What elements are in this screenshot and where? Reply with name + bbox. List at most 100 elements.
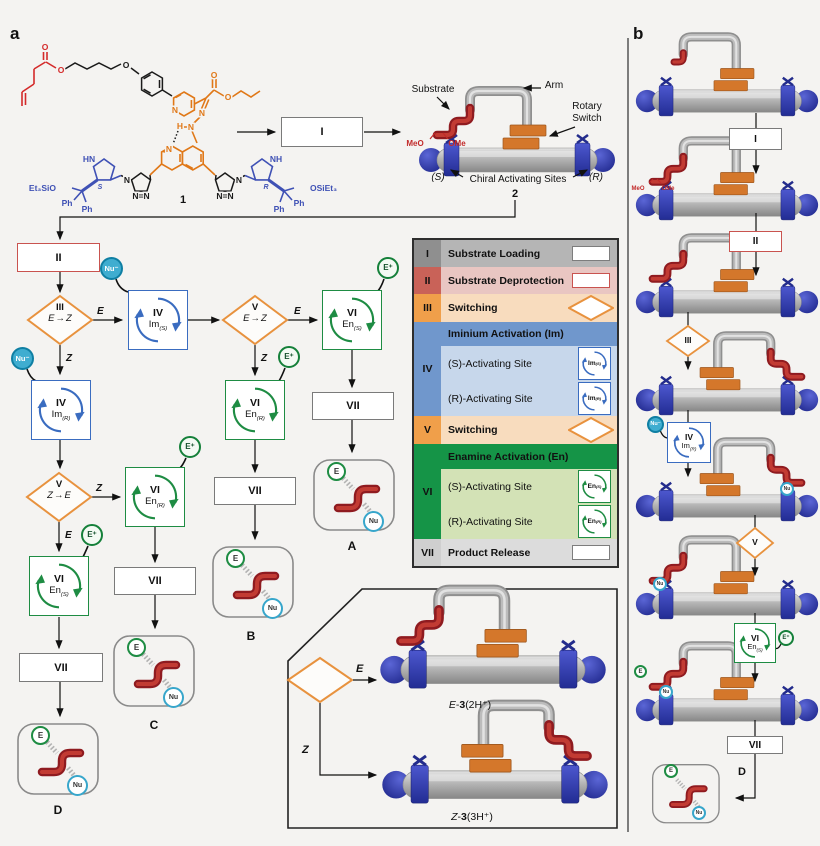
red-box-icon <box>572 273 610 288</box>
atom-n: N <box>199 108 205 118</box>
legend-sub-row: (R)-Activating Site En(R) <box>441 504 617 539</box>
nucleophile-badge: Nu⁻ <box>11 347 34 370</box>
icon-site: (S) <box>595 361 601 366</box>
structure-bonds-orange <box>149 79 261 176</box>
b-product-e-badge: E <box>664 764 678 778</box>
diamond-v-a-label: V E→Z <box>229 302 281 325</box>
product-e-badge: E <box>127 638 146 657</box>
legend-label: Switching <box>448 302 498 314</box>
box-icon <box>572 545 610 560</box>
step-box-vii-d: VII <box>19 653 103 682</box>
meo-label: MeO <box>406 139 424 148</box>
atom-o: O <box>58 65 65 75</box>
atom-o: O <box>123 60 130 70</box>
nu-label: Nu <box>368 518 379 525</box>
z-label: Z <box>47 489 53 501</box>
nu-badge-label: Nu⁻ <box>15 353 30 363</box>
atom-n: N <box>188 122 194 132</box>
nucleophile-badge: Nu⁻ <box>100 257 123 280</box>
legend-sub-row: (R)-Activating Site Im(R) <box>441 381 617 416</box>
product-e-badge: E <box>226 549 245 568</box>
e-label: E <box>133 642 140 652</box>
diamond-iii-b <box>665 324 711 358</box>
atom-o: O <box>225 92 232 102</box>
b-diamond-iii-num: III <box>684 335 692 345</box>
legend-table: I Substrate Loading II Substrate Deprote… <box>412 238 619 568</box>
structure-bonds-red <box>21 52 57 106</box>
substrate-label: Substrate <box>411 84 455 95</box>
ome-label: OMe <box>448 139 466 148</box>
e-label: E <box>232 553 239 563</box>
step-box-i-label: I <box>320 126 324 138</box>
legend-row-iii: III Switching <box>414 294 617 322</box>
b-m5-nu-badge: Nu <box>780 482 794 496</box>
compound-2-number: 2 <box>511 188 519 200</box>
edge-label-z: Z <box>96 483 103 494</box>
icon-site: (S) <box>595 484 602 489</box>
atom-o: O <box>211 70 218 80</box>
legend-header: Enamine Activation (En) <box>448 450 569 463</box>
diamond-v-b2 <box>735 526 775 560</box>
step-box-vii-a: VII <box>312 392 394 420</box>
box-icon <box>572 246 610 261</box>
inset-box <box>286 589 618 829</box>
electrophile-badge: E⁺ <box>81 524 103 546</box>
legend-num: VII <box>414 539 441 566</box>
product-e-badge: E <box>31 726 50 745</box>
legend-num: IV <box>422 363 433 375</box>
e-label: E <box>638 668 643 675</box>
b-diamond-v-label: V <box>736 537 774 548</box>
product-nu-badge: Nu <box>163 687 184 708</box>
edge-label-z: Z <box>261 353 268 364</box>
b-diamond-iii-label: III <box>668 335 708 346</box>
nu-label: Nu <box>695 809 703 816</box>
nu-label: Nu <box>662 688 670 695</box>
cycle-site: (R) <box>156 502 165 509</box>
icon-site: (R) <box>595 519 602 524</box>
cycle-num: IV <box>56 397 66 410</box>
atom-n: N <box>172 105 178 115</box>
atom-nh: NH <box>270 154 282 164</box>
z-label: Z <box>261 312 267 324</box>
group-ph: Ph <box>82 204 93 214</box>
icon-act: Im <box>587 395 596 402</box>
diamond-v-b-num: V <box>55 479 63 490</box>
legend-label: Substrate Loading <box>448 247 541 260</box>
legend-num: II <box>414 267 441 294</box>
atom-o: O <box>42 42 49 52</box>
product-nu-badge: Nu <box>67 775 88 796</box>
icon-act: En <box>587 483 596 490</box>
diamond-icon <box>568 417 614 443</box>
group-osiet3: OSiEt₃ <box>310 183 337 193</box>
machine-2-annotation-arrows <box>436 84 589 178</box>
stereo-r: R <box>263 184 268 191</box>
step-box-vii-b-label: VII <box>248 485 262 497</box>
electrophile-badge: E⁺ <box>377 257 399 279</box>
group-ph: Ph <box>62 198 73 208</box>
group-et3sio: Et₃SiO <box>29 183 56 193</box>
atom-h: H <box>177 121 183 131</box>
b-electrophile-badge: E⁺ <box>778 630 794 646</box>
step-box-vii-d-label: VII <box>54 661 68 674</box>
step-box-vii-a-label: VII <box>346 400 360 412</box>
e-label: E <box>64 489 71 501</box>
diamond-iii-label: III E→Z <box>34 302 86 325</box>
z3-stereo: Z <box>451 811 458 823</box>
legend-num: III <box>414 294 441 322</box>
structure-bonds-blue <box>71 158 295 203</box>
e3-compound: 3 <box>459 699 466 711</box>
step-box-vii-b: VII <box>214 477 296 505</box>
edge-label-e: E <box>65 530 72 541</box>
cycle-site: (S) <box>353 325 362 332</box>
product-b-label: B <box>246 629 256 643</box>
legend-section-iv: IV Iminium Activation (Im) (S)-Activatin… <box>414 322 617 416</box>
diamond-iii-num: III <box>56 302 64 313</box>
